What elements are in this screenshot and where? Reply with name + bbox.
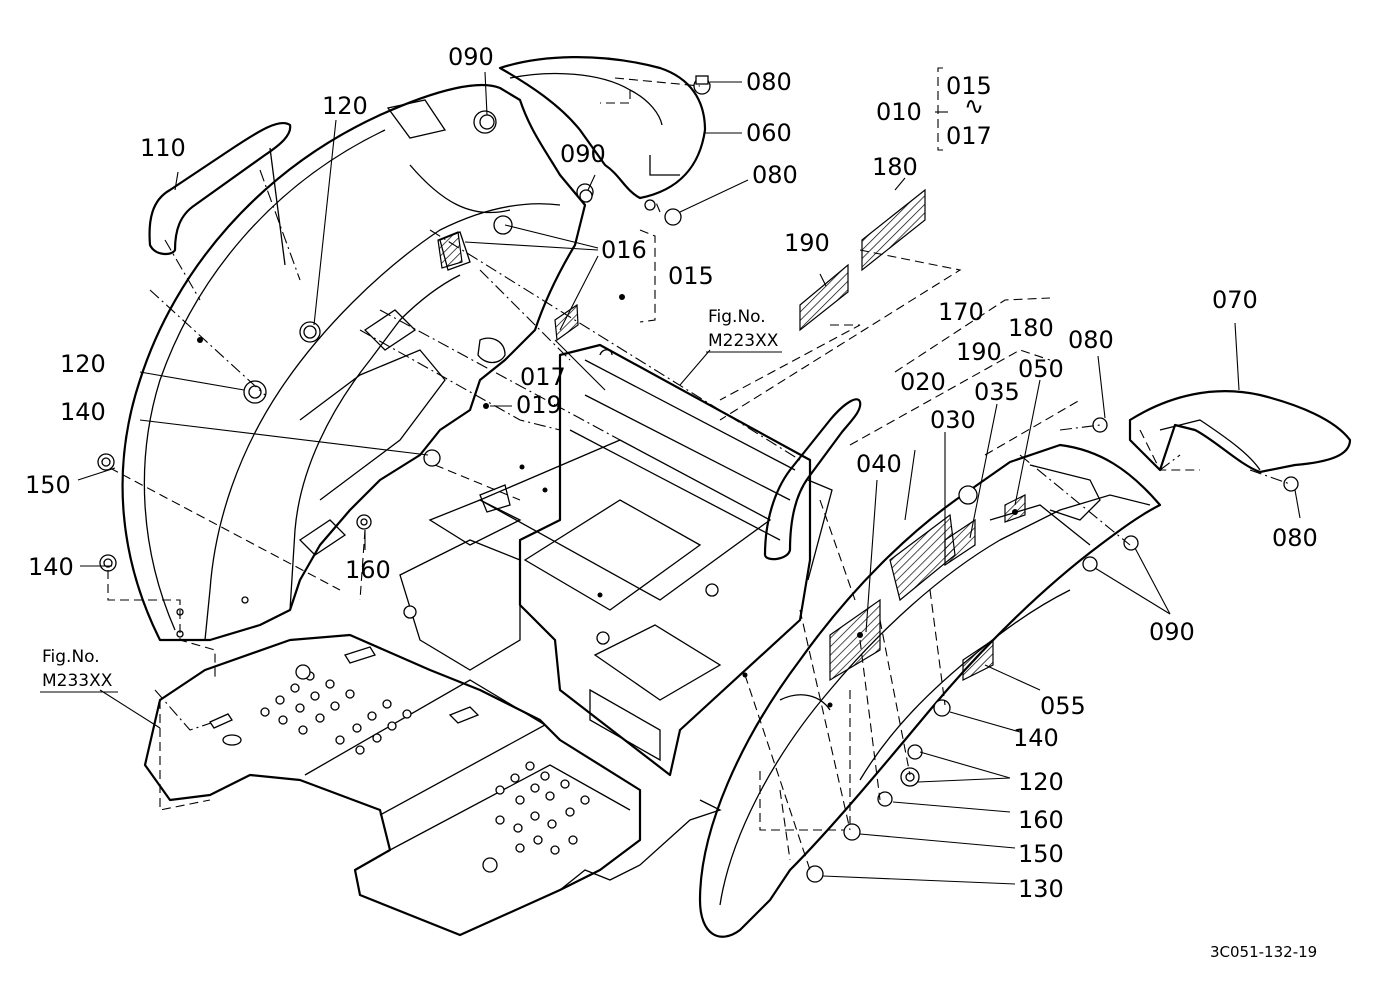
range-tilde: ∿ <box>964 92 984 120</box>
nut-090-right-a <box>1123 535 1139 551</box>
callout-120: 120 <box>1018 768 1064 796</box>
bolt-080-right-b <box>1283 476 1299 492</box>
callout-150: 150 <box>25 471 71 499</box>
hardware-fasteners <box>97 75 1299 883</box>
right-grip-handle <box>763 398 862 581</box>
callout-015: 015 <box>946 72 992 100</box>
callout-055: 055 <box>1040 692 1086 720</box>
callout-080: 080 <box>1272 524 1318 552</box>
centre-frame <box>399 343 812 777</box>
part-callouts: 090 080 060 090 080 120 110 010 015 ∿ 01… <box>25 43 1318 903</box>
callout-017: 017 <box>946 122 992 150</box>
tread-holes-left <box>209 646 412 755</box>
bolt-150-right <box>843 823 861 841</box>
bolt-140-mid <box>423 449 441 467</box>
nut-090-mid <box>579 189 593 203</box>
tread-holes-right <box>448 706 590 873</box>
nut-090-right-b <box>1082 556 1098 572</box>
callout-016: 016 <box>601 236 647 264</box>
callout-190: 190 <box>956 338 1002 366</box>
callout-090: 090 <box>448 43 494 71</box>
decal-labels <box>437 188 1026 682</box>
callout-090: 090 <box>560 140 606 168</box>
bolt-140-left <box>99 554 117 572</box>
grommet-120-lower <box>248 385 262 399</box>
diagram-id: 3C051-132-19 <box>1210 943 1317 961</box>
callout-070: 070 <box>1212 286 1258 314</box>
callout-110: 110 <box>140 134 186 162</box>
floor-step-plates <box>143 633 722 937</box>
washer-120-right-a <box>907 744 923 760</box>
bolt-080-mid <box>644 199 682 226</box>
bolt-080-top <box>693 75 711 95</box>
callout-017: 017 <box>520 363 566 391</box>
nut-090-top <box>479 114 495 130</box>
bolt-130-right <box>806 865 824 883</box>
leader-lines <box>77 71 1301 885</box>
callout-020: 020 <box>900 368 946 396</box>
callout-080: 080 <box>752 161 798 189</box>
grommet-120-upper <box>303 325 317 339</box>
callout-080: 080 <box>746 68 792 96</box>
callout-120: 120 <box>60 350 106 378</box>
right-top-cover <box>1128 390 1352 474</box>
callout-150: 150 <box>1018 840 1064 868</box>
washer-160-left <box>356 514 372 530</box>
callout-140: 140 <box>60 398 106 426</box>
bolt-080-right-a <box>1092 417 1108 433</box>
fig-ref-number: M233XX <box>42 671 113 691</box>
bolt-140-right <box>933 699 951 717</box>
callout-130: 130 <box>1018 875 1064 903</box>
callout-190: 190 <box>784 229 830 257</box>
callout-040: 040 <box>856 450 902 478</box>
callout-140: 140 <box>1013 724 1059 752</box>
callout-160: 160 <box>345 556 391 584</box>
callout-180: 180 <box>1008 314 1054 342</box>
callout-019: 019 <box>516 391 562 419</box>
callout-080: 080 <box>1068 326 1114 354</box>
assembly-dash-lines <box>107 67 1291 871</box>
fig-ref-label: Fig.No. <box>708 307 766 327</box>
callout-170: 170 <box>938 298 984 326</box>
right-fender <box>698 443 1162 938</box>
callout-090: 090 <box>1149 618 1195 646</box>
callout-035: 035 <box>974 378 1020 406</box>
washer-160-right <box>877 791 893 807</box>
figure-reference-m223: Fig.No. M223XX <box>706 307 782 353</box>
fig-ref-label: Fig.No. <box>42 647 100 667</box>
callout-050: 050 <box>1018 355 1064 383</box>
callout-160: 160 <box>1018 806 1064 834</box>
callout-120: 120 <box>322 92 368 120</box>
washer-120-right-b <box>900 767 920 787</box>
callout-015: 015 <box>668 262 714 290</box>
bolt-150-left <box>97 453 115 471</box>
callout-010: 010 <box>876 98 922 126</box>
callout-030: 030 <box>930 406 976 434</box>
callout-060: 060 <box>746 119 792 147</box>
rear-top-cover <box>498 56 707 200</box>
callout-180: 180 <box>872 153 918 181</box>
fig-ref-number: M223XX <box>708 331 779 351</box>
left-grip-handle <box>148 121 292 266</box>
callout-140: 140 <box>28 553 74 581</box>
figure-reference-m233: Fig.No. M233XX <box>40 647 118 693</box>
